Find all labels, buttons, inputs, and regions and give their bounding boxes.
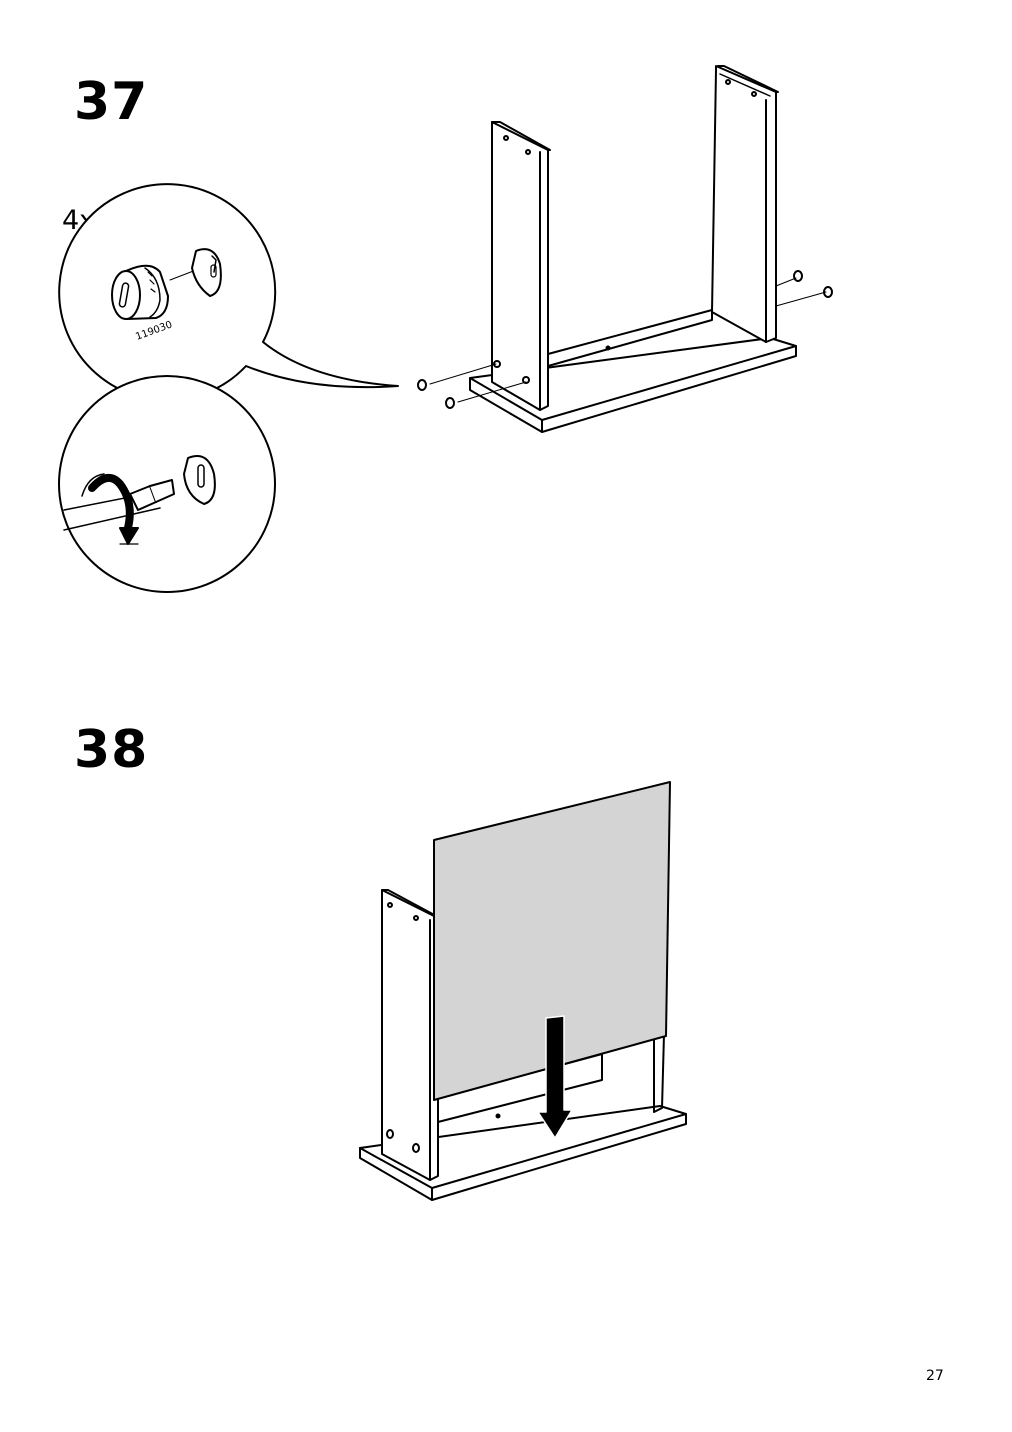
screwdriver-detail-circle: [58, 375, 276, 593]
step-38-frame: [359, 781, 687, 1201]
step-38-number: 38: [74, 720, 149, 780]
cam-lock-icon: [111, 248, 222, 320]
rotate-arrow-icon: [81, 473, 139, 545]
page-number: 27: [926, 1368, 944, 1384]
cam-lock-detail-circle: 119030: [58, 183, 399, 402]
screwdriver-icon: [129, 479, 175, 511]
step-37-frame: [417, 65, 833, 433]
down-arrow-icon: [537, 1015, 573, 1139]
step-37-number: 37: [74, 72, 149, 132]
